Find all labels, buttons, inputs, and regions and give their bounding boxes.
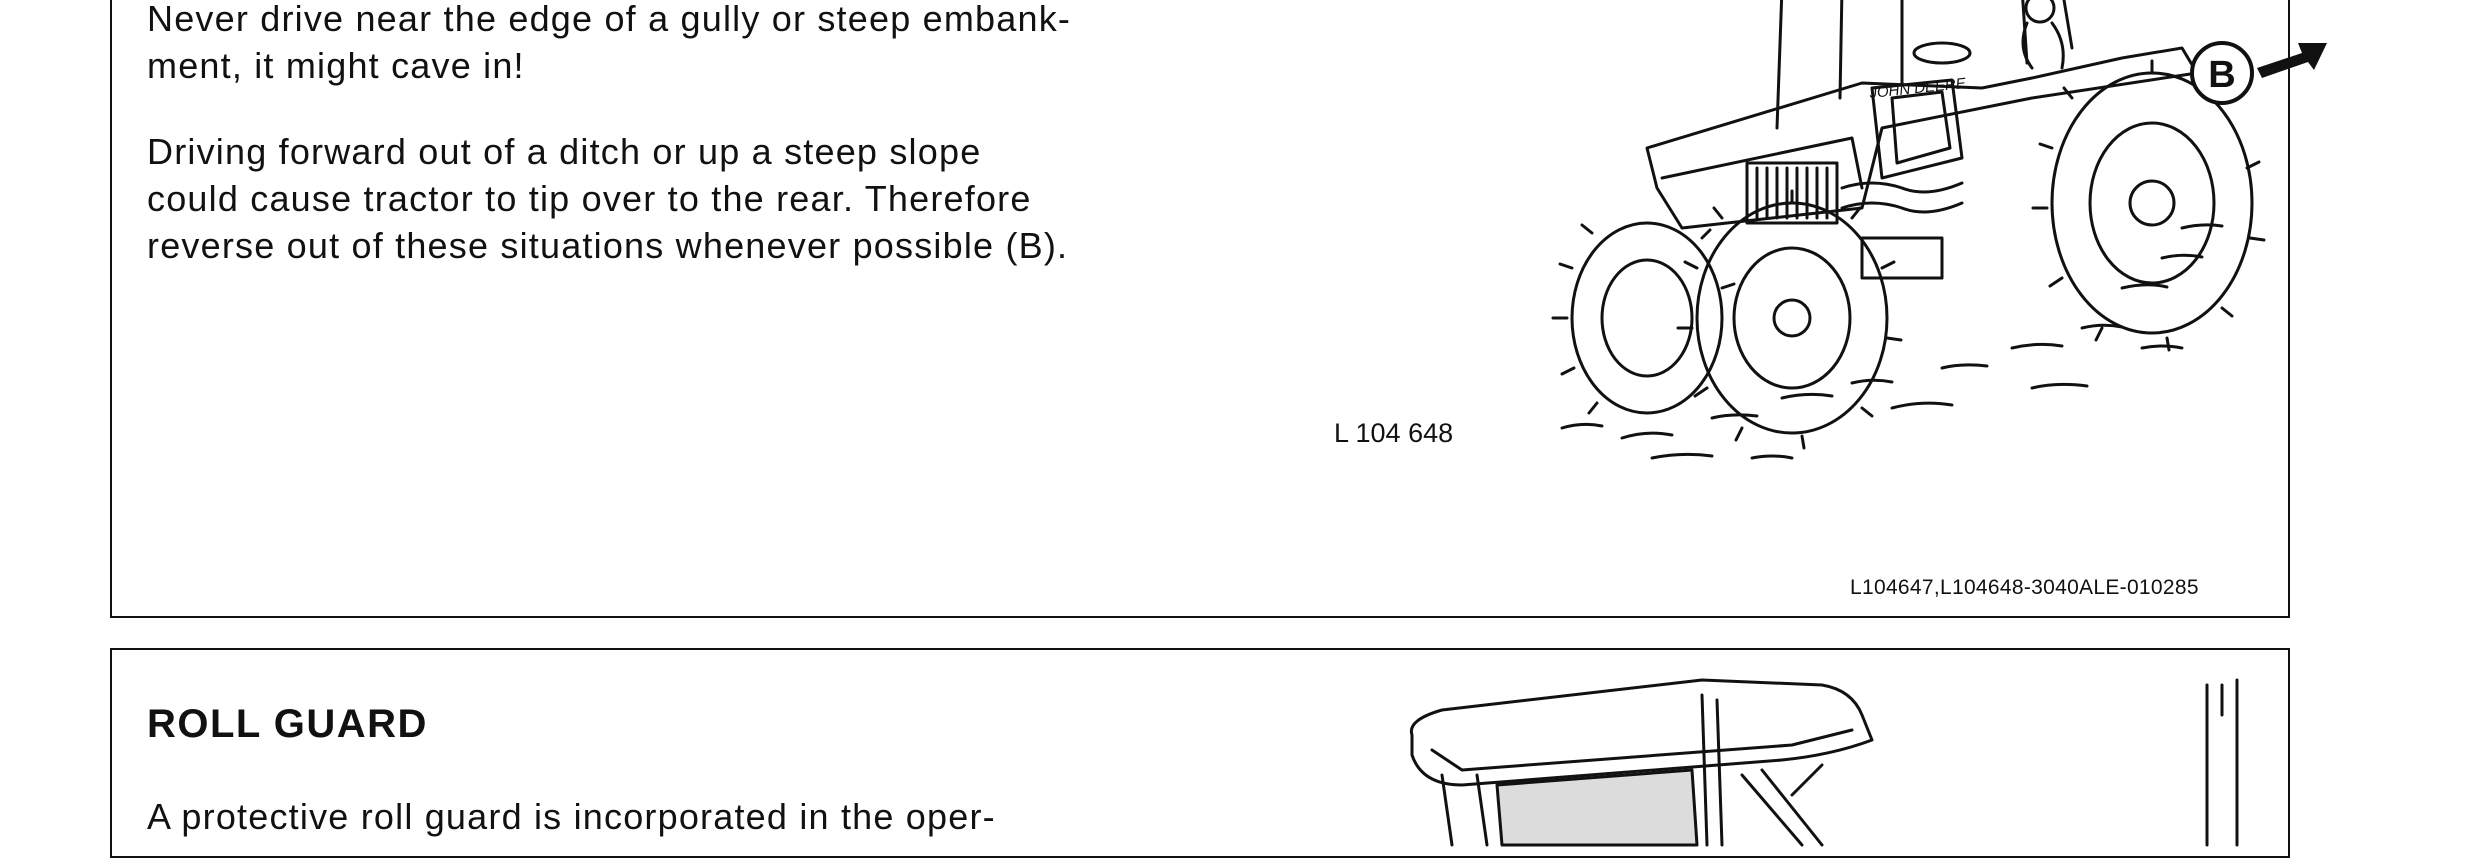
callout-b-label: B [2208, 54, 2235, 96]
roll-guard-cab-illustration [1409, 678, 2239, 847]
tractor-on-slope-illustration: JOHN DEERE B [1551, 0, 2327, 460]
roll-guard-description-text: A protective roll guard is incorporated … [147, 796, 996, 837]
reverse-out-instruction-text: Driving forward out of a ditch or up a s… [147, 131, 1069, 266]
reference-code: L104647,L104648-3040ALE-010285 [1850, 576, 2199, 599]
section-heading: ROLL GUARD [147, 702, 428, 746]
callout-b-marker: B [2190, 41, 2254, 105]
arrow-right-icon [2257, 43, 2327, 78]
safety-section-box: Never drive near the edge of a gully or … [110, 0, 2327, 618]
tractor-brand-text: JOHN DEERE [1868, 75, 1968, 102]
roll-guard-section-box: ROLL GUARD A protective roll guard is in… [110, 648, 2290, 858]
gully-warning-text: Never drive near the edge of a gully or … [147, 0, 1072, 86]
figure-label: L 104 648 [1334, 418, 1454, 448]
